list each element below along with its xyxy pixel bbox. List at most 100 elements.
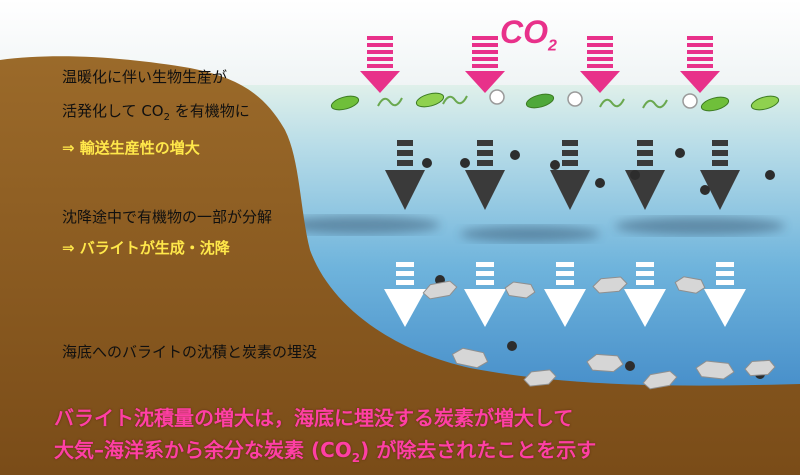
barite-crystal <box>422 280 458 300</box>
plankton-cell <box>330 95 360 111</box>
conclusion-line1: バライト沈積量の増大は，海底に埋没する炭素が増大して <box>54 406 574 430</box>
barite-arrow <box>544 262 586 327</box>
barite-crystal <box>642 370 678 390</box>
co2-arrow-dash <box>587 36 613 40</box>
co2-arrow-dash <box>472 57 498 61</box>
coccolith <box>567 91 583 107</box>
barite-arrow-dash <box>396 262 414 267</box>
co2-arrow-dash <box>687 57 713 61</box>
organic-arrow-head <box>700 170 740 210</box>
barite-arrow-head <box>544 289 586 327</box>
barite-arrow-dash <box>476 262 494 267</box>
barite-crystal <box>592 276 628 294</box>
plankton-filament <box>599 98 625 108</box>
organic-particle <box>422 158 432 168</box>
barite-crystal <box>744 359 776 377</box>
co2-arrow-head <box>360 71 400 93</box>
barite-arrow-dash <box>396 271 414 276</box>
organic-arrow-head <box>465 170 505 210</box>
coccolith <box>682 93 698 109</box>
organic-arrow <box>465 140 505 210</box>
co2-label: CO2 <box>500 14 557 55</box>
co2-arrow-dash <box>587 64 613 68</box>
barite-arrow-dash <box>636 271 654 276</box>
barite-arrow <box>384 262 426 327</box>
barite-arrow-dash <box>556 280 574 285</box>
plankton-filament <box>642 99 668 109</box>
organic-arrow-head <box>385 170 425 210</box>
organic-arrow-dash <box>637 150 653 156</box>
barite-arrow-head <box>464 289 506 327</box>
organic-arrow <box>700 140 740 210</box>
organic-arrow-dash <box>397 150 413 156</box>
co2-arrow-dash <box>687 36 713 40</box>
organic-arrow-dash <box>712 150 728 156</box>
co2-arrows <box>360 36 720 93</box>
organic-particle <box>595 178 605 188</box>
plankton-cell <box>525 93 555 109</box>
organic-particle <box>630 170 640 180</box>
organic-arrow-dash <box>562 140 578 146</box>
organic-particle <box>507 341 517 351</box>
barite-arrows <box>384 262 746 327</box>
decomposition-haze <box>280 216 785 242</box>
organic-arrow-dash <box>477 160 493 166</box>
barite-arrow-dash <box>556 271 574 276</box>
plankton-cell <box>750 95 780 111</box>
barite-crystal <box>586 353 624 373</box>
organic-particle <box>765 170 775 180</box>
organic-particle <box>550 160 560 170</box>
barite-crystal <box>451 347 489 369</box>
barite-arrow <box>624 262 666 327</box>
step2-line1: 沈降途中で有機物の一部が分解 <box>62 208 273 226</box>
co2-arrow-dash <box>587 50 613 54</box>
co2-arrow-dash <box>367 43 393 47</box>
organic-arrow-dash <box>562 160 578 166</box>
co2-arrow-dash <box>367 57 393 61</box>
co2-arrow <box>360 36 400 93</box>
co2-arrow-dash <box>587 43 613 47</box>
co2-arrow <box>680 36 720 93</box>
organic-arrow-dash <box>712 160 728 166</box>
barite-arrow-dash <box>396 280 414 285</box>
barite-arrow-dash <box>716 262 734 267</box>
barite-arrow-dash <box>476 271 494 276</box>
step1-line2: 活発化して CO2 を有機物に <box>62 102 250 123</box>
barite-crystal <box>695 360 735 380</box>
co2-arrow-dash <box>472 36 498 40</box>
barite-arrow-dash <box>716 280 734 285</box>
co2-arrow-dash <box>687 64 713 68</box>
barite-arrow-head <box>384 289 426 327</box>
organic-particle <box>460 158 470 168</box>
organic-arrow-dash <box>397 140 413 146</box>
barite-arrow-dash <box>556 262 574 267</box>
organic-arrow <box>385 140 425 210</box>
barite-arrow-head <box>624 289 666 327</box>
organic-particle <box>675 148 685 158</box>
barite-arrow-dash <box>716 271 734 276</box>
plankton-cell <box>700 96 730 112</box>
co2-arrow-dash <box>687 50 713 54</box>
barite-arrow-dash <box>636 262 654 267</box>
step1-line1: 温暖化に伴い生物生産が <box>62 68 228 86</box>
step1-result: ⇒ 輸送生産性の増大 <box>62 139 200 157</box>
barite-arrow-dash <box>636 280 654 285</box>
organic-arrow-dash <box>477 150 493 156</box>
barite-crystal <box>523 369 557 387</box>
co2-arrow-dash <box>687 43 713 47</box>
barite-arrow-dash <box>476 280 494 285</box>
plankton <box>330 89 780 112</box>
organic-arrow-dash <box>712 140 728 146</box>
organic-particle <box>510 150 520 160</box>
organic-matter-arrows <box>385 140 740 210</box>
organic-arrow-dash <box>477 140 493 146</box>
organic-arrow <box>550 140 590 210</box>
seafloor <box>0 56 800 475</box>
co2-arrow <box>580 36 620 93</box>
barite-arrow-head <box>704 289 746 327</box>
barite-crystal <box>504 281 536 299</box>
conclusion-line2: 大気–海洋系から余分な炭素 (CO2) が除去されたことを示す <box>54 438 597 465</box>
organic-arrow-dash <box>397 160 413 166</box>
